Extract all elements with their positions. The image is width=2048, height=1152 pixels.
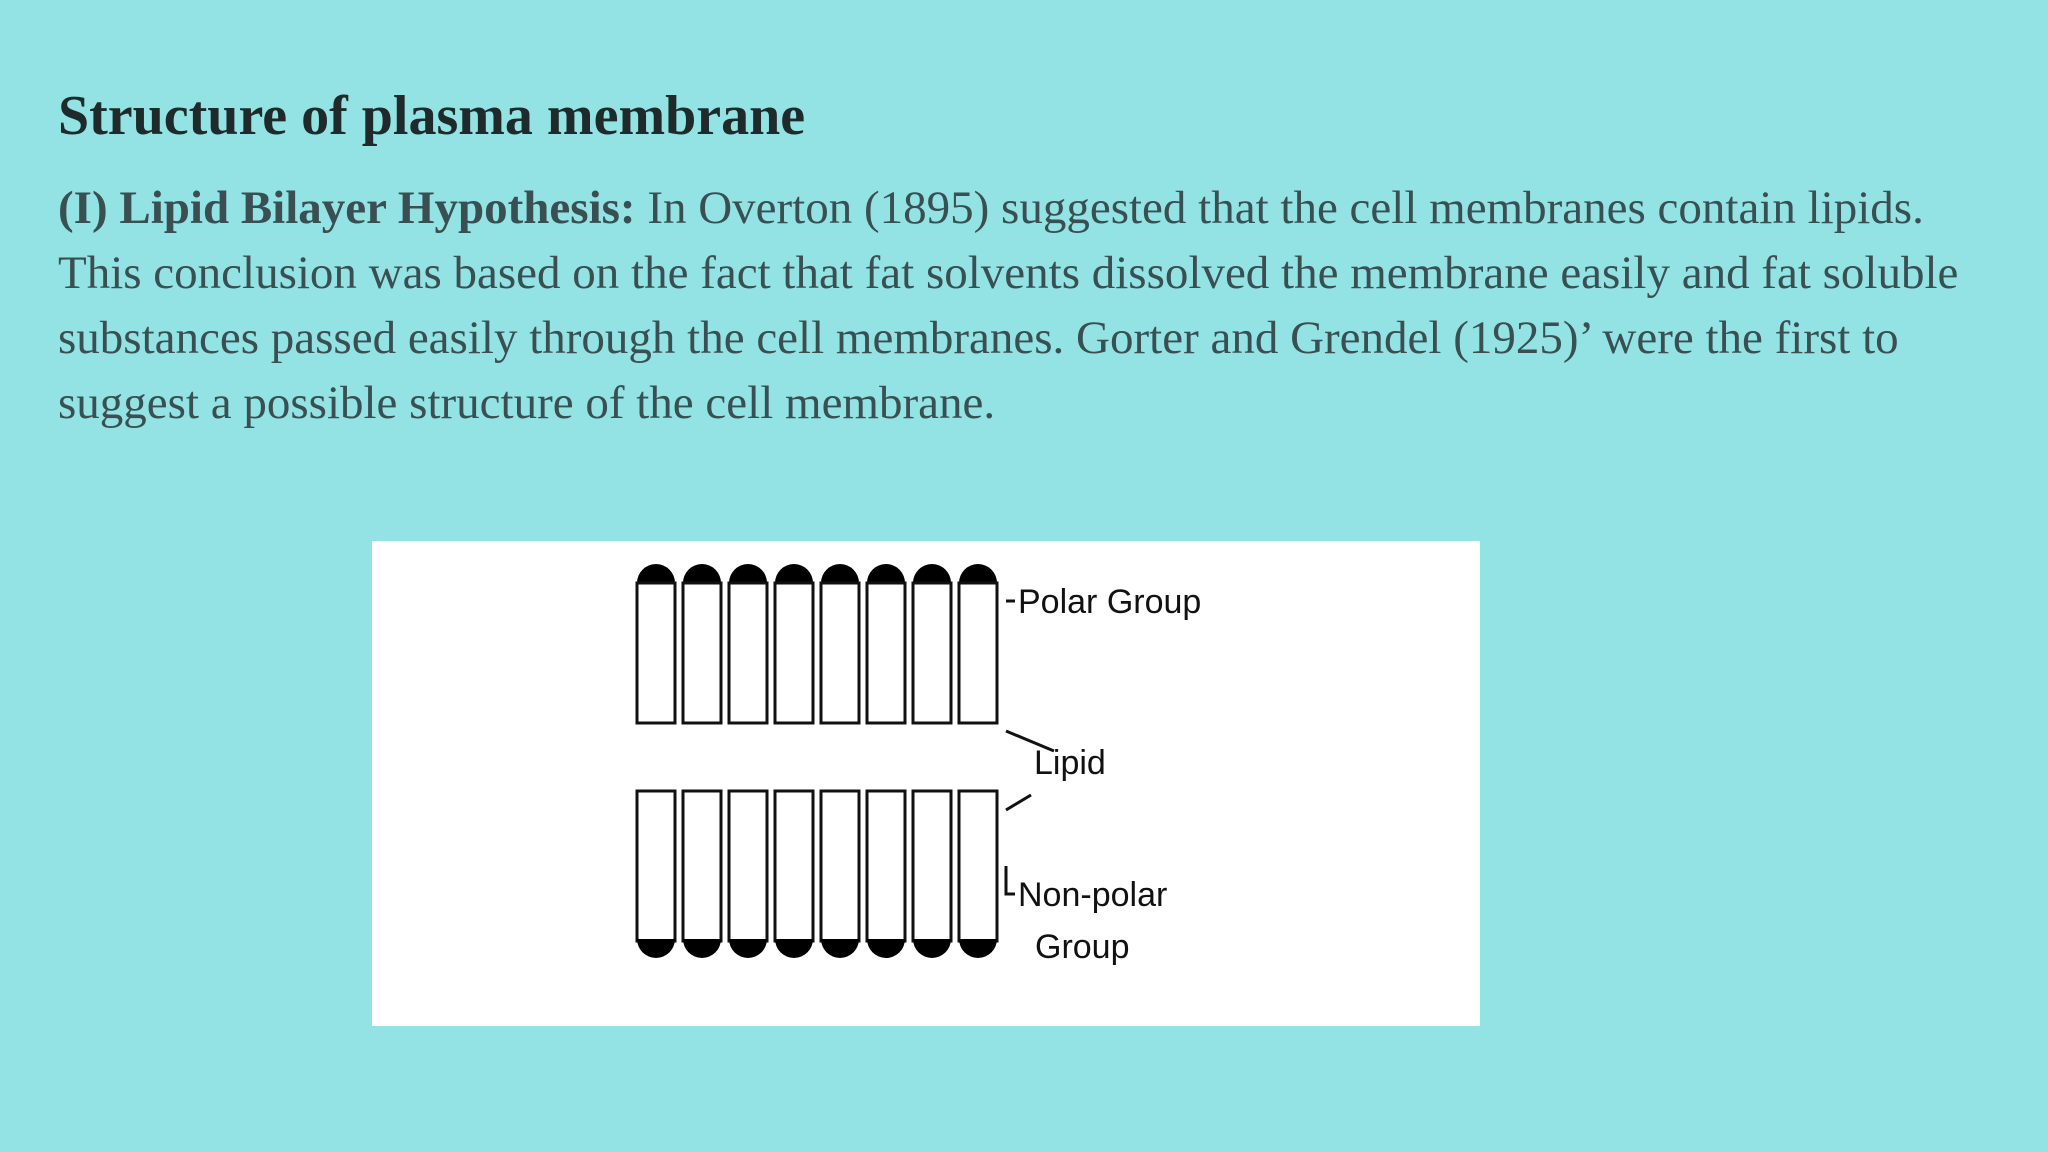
lipid-tail-upper [681,581,723,725]
polar-head [729,564,767,583]
polar-head [683,939,721,958]
polar-head [959,939,997,958]
polar-head [913,939,951,958]
lipid-bilayer-diagram: Polar Group Lipid Non-polar Group [635,564,1201,966]
lipid-tail-upper [727,581,769,725]
lipid-tail-upper [635,581,677,725]
polar-head [775,939,813,958]
nonpolar-group-pointer [1004,866,1015,896]
lipid-bilayer-figure: Polar Group Lipid Non-polar Group [372,541,1480,1026]
polar-head [913,564,951,583]
lipid-tail-lower [727,789,769,943]
polar-head [775,564,813,583]
hypothesis-text: In Overton (1895) suggested that the cel… [58,182,1959,429]
lipid-tail-upper [773,581,815,725]
lipid-tail-upper [957,581,999,725]
polar-group-label: Polar Group [1018,583,1201,621]
body-paragraph: (I) Lipid Bilayer Hypothesis: In Overton… [58,176,1998,436]
polar-head [959,564,997,583]
hypothesis-heading: (I) Lipid Bilayer Hypothesis: [58,182,636,234]
nonpolar-label-line1: Non-polar [1018,876,1167,914]
polar-head [821,564,859,583]
lipid-label: Lipid [1034,744,1106,782]
lipid-tail-lower [865,789,907,943]
lipid-tail-upper [819,581,861,725]
nonpolar-label-line2: Group [1035,928,1130,966]
lipid-tail-lower [635,789,677,943]
slide-title: Structure of plasma membrane [58,85,806,147]
lipid-pointer-lower [1005,793,1032,812]
polar-head [683,564,721,583]
lipid-tail-upper [865,581,907,725]
polar-head [637,564,675,583]
polar-head [729,939,767,958]
lipid-tail-upper [911,581,953,725]
lipid-tail-lower [911,789,953,943]
lipid-tail-lower [819,789,861,943]
lipid-tail-lower [957,789,999,943]
polar-head [821,939,859,958]
lipid-tail-lower [773,789,815,943]
lipid-pointer-upper [1005,729,1055,753]
polar-head [867,939,905,958]
polar-head [637,939,675,958]
polar-head [867,564,905,583]
lipid-tail-lower [681,789,723,943]
lipid-molecules [635,564,999,958]
